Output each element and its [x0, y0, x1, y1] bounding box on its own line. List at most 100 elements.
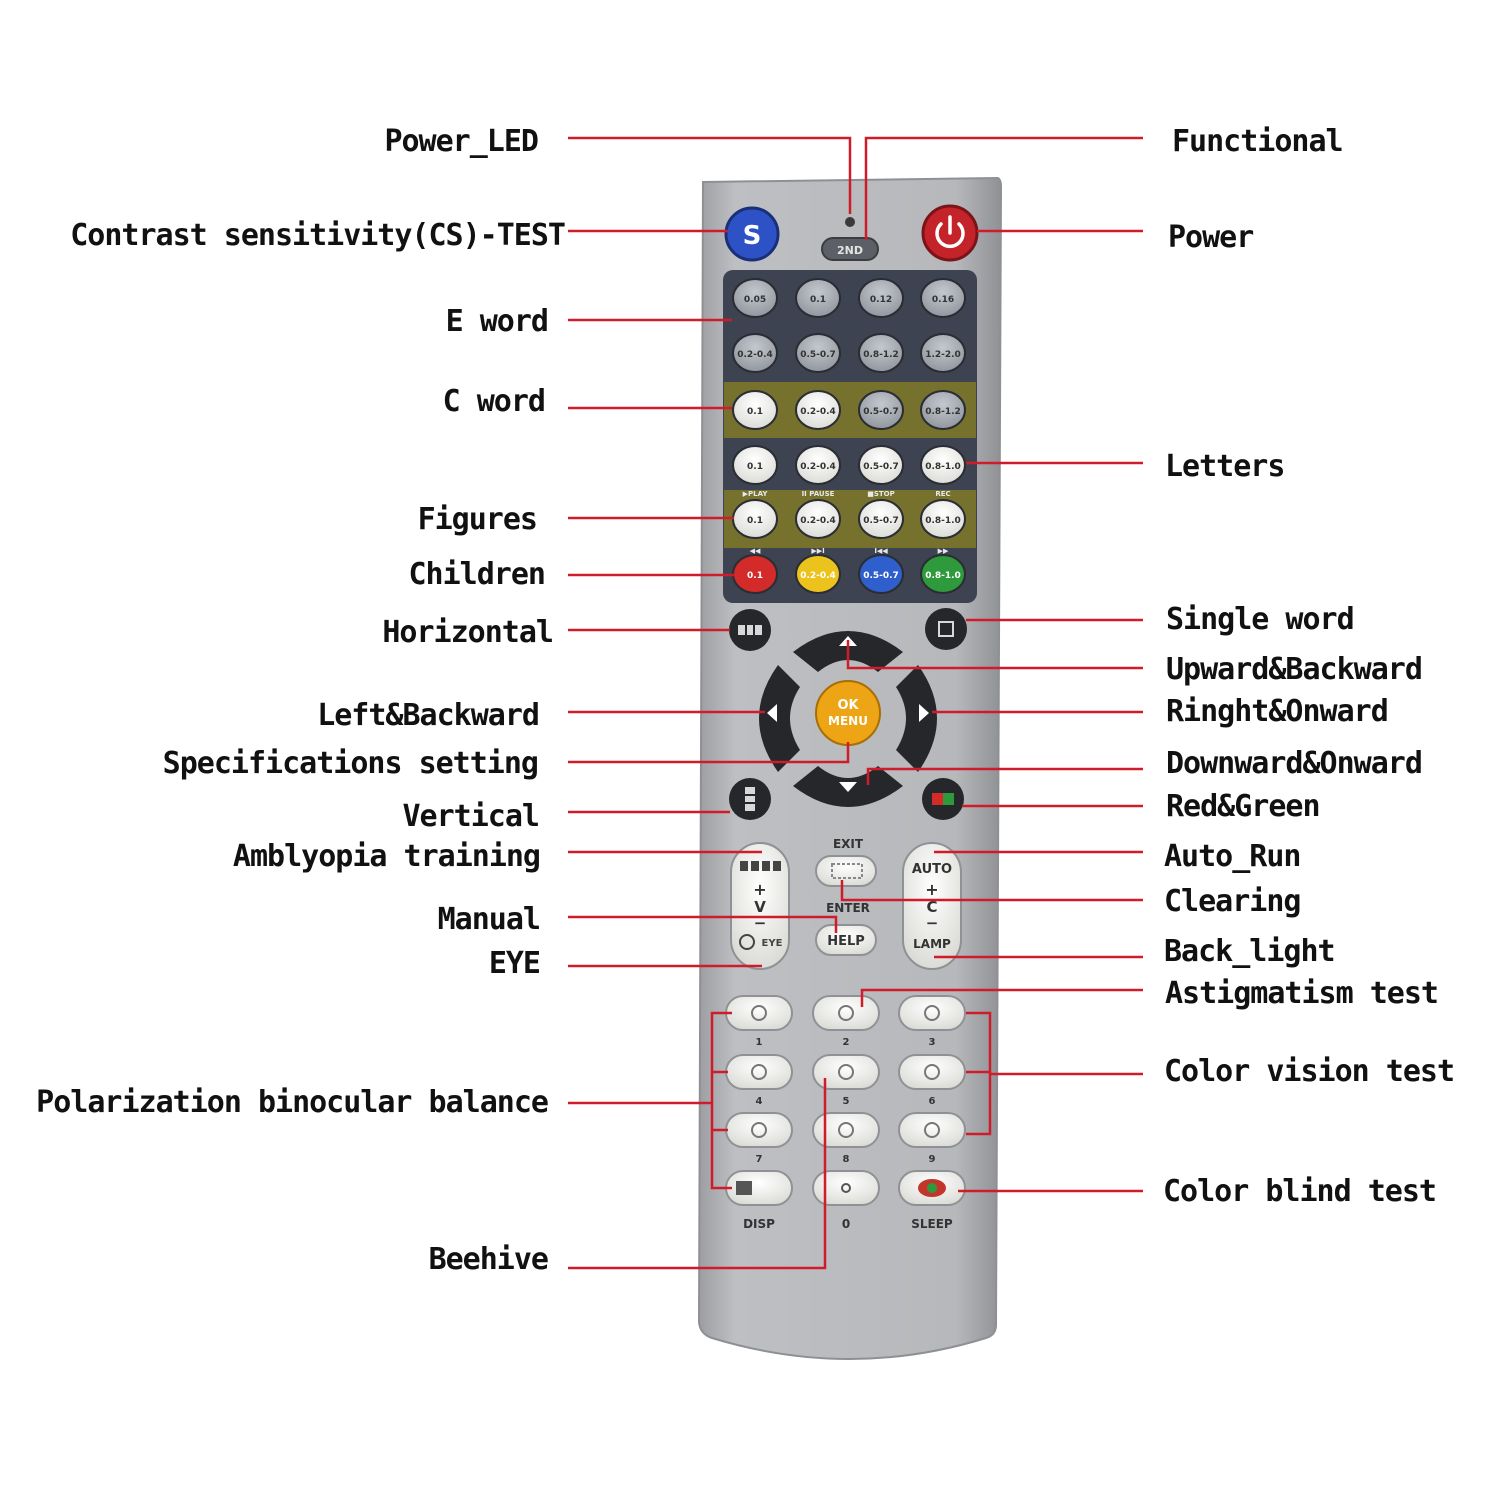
ok-menu-button[interactable]: [815, 680, 881, 746]
c-plus: +: [925, 880, 938, 899]
num-key-number: 8: [843, 1154, 850, 1165]
test-pattern-icon: [838, 1064, 854, 1080]
callout-left-backward: Left&Backward: [317, 698, 540, 733]
e-word-2-key-2[interactable]: [795, 333, 841, 373]
cs-test-button[interactable]: [724, 206, 780, 262]
figures-band-tag: ■STOP: [867, 490, 895, 498]
functional-button[interactable]: [821, 237, 879, 261]
num-key-color-9[interactable]: [898, 1112, 966, 1148]
disp-icon: [736, 1181, 752, 1195]
e-word-2-key-3[interactable]: [858, 333, 904, 373]
v-letter: V: [754, 898, 766, 916]
test-pattern-icon: [924, 1064, 940, 1080]
callout-figures: Figures: [417, 502, 538, 537]
callout-beehive: Beehive: [428, 1242, 549, 1277]
figures-key-2[interactable]: [795, 499, 841, 539]
disp-button[interactable]: [725, 1170, 793, 1206]
letters-key-1[interactable]: [732, 445, 778, 485]
horizontal-icon: [738, 625, 762, 635]
zero-button[interactable]: [812, 1170, 880, 1206]
leader-line-power-led: [568, 136, 852, 214]
e-word-key-label: 0.12: [870, 295, 892, 305]
power-icon: [935, 215, 965, 249]
callout-functional: Functional: [1172, 124, 1344, 159]
num-key-color-6[interactable]: [898, 1054, 966, 1090]
num-key-number: 6: [929, 1096, 936, 1107]
callout-red-green: Red&Green: [1166, 789, 1321, 824]
figures-band-tag: II PAUSE: [802, 490, 835, 498]
single-word-button[interactable]: [925, 608, 967, 650]
e-word-key-4[interactable]: [920, 278, 966, 318]
single-word-icon: [938, 621, 954, 637]
power-led-dot: [845, 217, 855, 227]
children-key-4[interactable]: [920, 554, 966, 594]
manual-help-button[interactable]: [815, 924, 877, 956]
letters-key-3[interactable]: [858, 445, 904, 485]
ok-label: OK: [837, 698, 859, 713]
children-key-3[interactable]: [858, 554, 904, 594]
leader-line-color-bracket: [966, 1011, 992, 1136]
test-pattern-icon: [838, 1122, 854, 1138]
e-word-key-2[interactable]: [795, 278, 841, 318]
e-word-key-3[interactable]: [858, 278, 904, 318]
callout-leader-lines: [568, 136, 1143, 1270]
e-word-2-key-4[interactable]: [920, 333, 966, 373]
c-word-key-4[interactable]: [920, 390, 966, 430]
callout-upward-backward: Upward&Backward: [1166, 652, 1423, 687]
callout-polarization: Polarization binocular balance: [36, 1085, 549, 1120]
children-band-tag: ▶▶I: [811, 547, 824, 555]
letters-key-label: 0.1: [747, 462, 763, 472]
children-band-tag: I◀◀: [874, 547, 888, 555]
letters-key-4[interactable]: [920, 445, 966, 485]
figures-key-3[interactable]: [858, 499, 904, 539]
num-key-pol-1[interactable]: [725, 995, 793, 1031]
test-pattern-icon: [924, 1005, 940, 1021]
num-key-number: 5: [843, 1096, 850, 1107]
help-label: HELP: [827, 934, 865, 949]
callout-amblyopia: Amblyopia training: [232, 839, 541, 874]
e-word-key-1[interactable]: [732, 278, 778, 318]
vertical-icon: [745, 787, 755, 811]
leader-line-functional: [864, 136, 1143, 240]
callout-auto-run: Auto_Run: [1164, 839, 1301, 874]
e-word-2-key-label: 1.2-2.0: [925, 350, 961, 360]
sleep-color-blind-button-label: SLEEP: [911, 1217, 953, 1231]
c-word-key-3[interactable]: [858, 390, 904, 430]
leader-line-astigmatism: [860, 988, 1143, 1007]
clearing-exit-button[interactable]: [815, 855, 877, 887]
callout-letters: Letters: [1165, 449, 1285, 484]
dpad-left[interactable]: [759, 665, 800, 772]
num-key-pol-7[interactable]: [725, 1112, 793, 1148]
auto-c-pill[interactable]: [902, 842, 962, 970]
c-word-key-1[interactable]: [732, 390, 778, 430]
num-key-pol-4[interactable]: [725, 1054, 793, 1090]
callout-power: Power: [1168, 220, 1254, 255]
e-word-2-key-1[interactable]: [732, 333, 778, 373]
leader-line-manual: [568, 915, 838, 933]
leader-line-clearing: [840, 880, 1143, 902]
children-key-2[interactable]: [795, 554, 841, 594]
test-pattern-icon: [924, 1122, 940, 1138]
v-minus: −: [754, 914, 767, 932]
num-key-beehive-5[interactable]: [812, 1054, 880, 1090]
num-key-number: 1: [756, 1037, 763, 1048]
red-green-icon: [932, 793, 954, 805]
enter-label: ENTER: [826, 901, 870, 915]
num-key-astig-8[interactable]: [812, 1112, 880, 1148]
leader-line-beehive: [568, 1078, 827, 1270]
callout-c-word: C word: [442, 384, 546, 419]
c-word-key-2[interactable]: [795, 390, 841, 430]
figures-key-4[interactable]: [920, 499, 966, 539]
letters-key-2[interactable]: [795, 445, 841, 485]
dpad-right[interactable]: [896, 665, 937, 772]
num-key-astig-3[interactable]: [898, 995, 966, 1031]
cs-test-button-label: S: [743, 221, 762, 251]
e-word-2-key-label: 0.8-1.2: [863, 350, 899, 360]
leader-line-spec-setting: [568, 742, 850, 764]
num-key-astig-2[interactable]: [812, 995, 880, 1031]
amblyopia-v-pill[interactable]: [730, 842, 790, 970]
menu-label: MENU: [828, 714, 868, 728]
zero-button-label: 0: [842, 1217, 850, 1231]
